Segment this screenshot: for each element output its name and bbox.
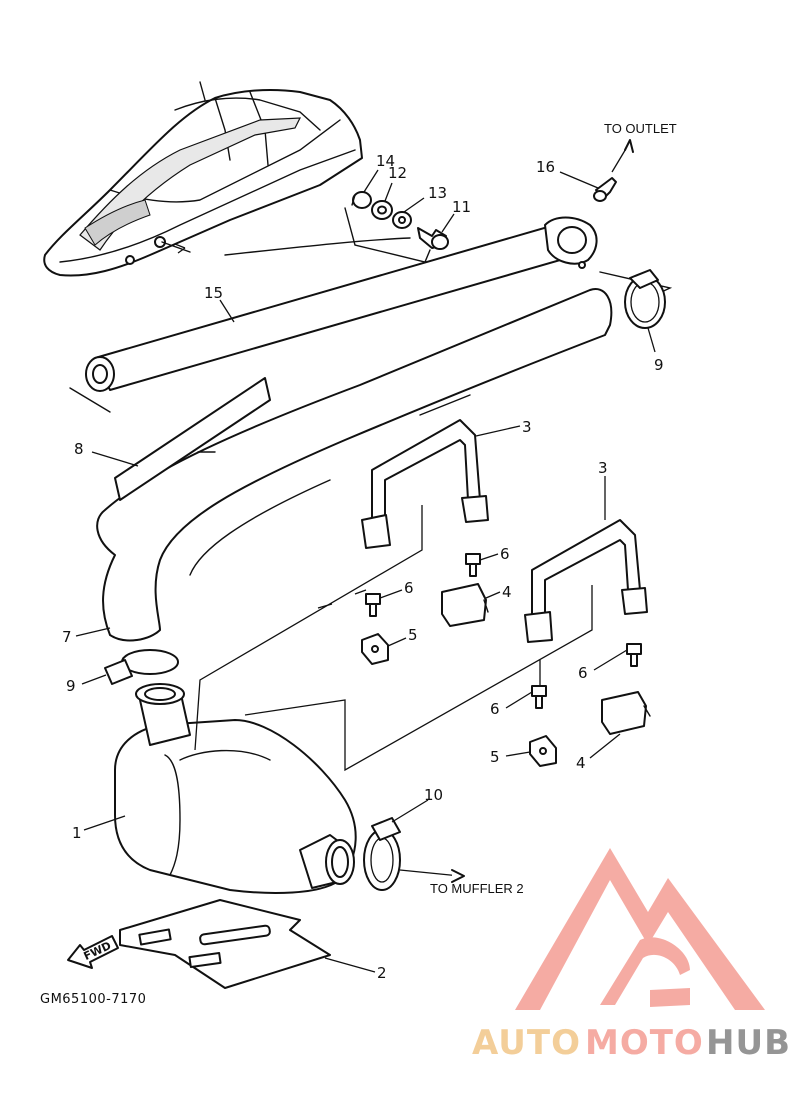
- watermark-moto: MOTO: [585, 1023, 704, 1063]
- callouts: 1 2 3 3 4 4 5 5 6 6 6 6 7 8 9 9 10: [62, 152, 664, 982]
- callout-16: 16: [536, 158, 555, 176]
- callout-8: 8: [74, 440, 84, 458]
- hose-clamp-9-lower: [104, 649, 179, 685]
- callout-9-lower: 9: [66, 677, 76, 695]
- to-outlet-note: TO OUTLET: [604, 121, 677, 136]
- damper-4-lower: [601, 691, 651, 735]
- callout-6-a: 6: [500, 545, 510, 563]
- callout-15: 15: [204, 284, 223, 302]
- bolt-6-c: [626, 643, 642, 667]
- watercraft-hull-illustration: [43, 81, 411, 277]
- callout-1: 1: [72, 824, 82, 842]
- damper-8: [114, 377, 271, 501]
- exhaust-pipe-15: [69, 216, 673, 413]
- callout-5-lower: 5: [490, 748, 500, 766]
- washer-13: [392, 211, 412, 229]
- callout-7: 7: [62, 628, 72, 646]
- part-code: GM65100-7170: [40, 992, 146, 1007]
- callout-5-upper: 5: [408, 626, 418, 644]
- hose-clamp-10: [363, 817, 465, 891]
- callout-13: 13: [428, 184, 447, 202]
- callout-4-upper: 4: [502, 583, 512, 601]
- callout-14: 14: [376, 152, 395, 170]
- exhaust-hose-7: [96, 288, 613, 642]
- grommet-14: [351, 191, 372, 209]
- assembly-lines: [194, 505, 593, 772]
- to-muffler-note: TO MUFFLER 2: [430, 881, 524, 896]
- callout-9-upper: 9: [654, 356, 664, 374]
- callout-3-upper: 3: [522, 418, 532, 436]
- callout-6-c: 6: [578, 664, 588, 682]
- hose-clamp-9-upper: [624, 269, 666, 329]
- callout-6-d: 6: [490, 700, 500, 718]
- bolt-6-d: [531, 685, 547, 709]
- plate-2: [119, 899, 331, 989]
- callout-10: 10: [424, 786, 443, 804]
- fitting-11: [417, 227, 449, 250]
- bracket-5-upper: [361, 633, 389, 665]
- callout-12: 12: [388, 164, 407, 182]
- bolt-6-b: [365, 593, 381, 617]
- forward-direction-arrow: FWD: [67, 935, 119, 969]
- watermark-auto: AUTO: [472, 1023, 581, 1063]
- callout-11: 11: [452, 198, 471, 216]
- band-3-lower: [524, 519, 648, 643]
- callout-2: 2: [377, 964, 387, 982]
- bracket-5-lower: [529, 735, 557, 767]
- automotohub-watermark: AUTO MOTO HUB: [472, 848, 791, 1063]
- muffler-1: [114, 683, 357, 894]
- bolt-6-a: [465, 553, 481, 577]
- outlet-fittings-group: [344, 139, 634, 263]
- callout-3-lower: 3: [598, 459, 608, 477]
- watermark-hub: HUB: [706, 1023, 791, 1063]
- band-3-upper: [361, 419, 489, 549]
- callout-4-lower: 4: [576, 754, 586, 772]
- callout-6-b: 6: [404, 579, 414, 597]
- nut-12: [371, 200, 393, 220]
- damper-4-upper: [441, 583, 489, 627]
- nipple-16: [593, 139, 634, 202]
